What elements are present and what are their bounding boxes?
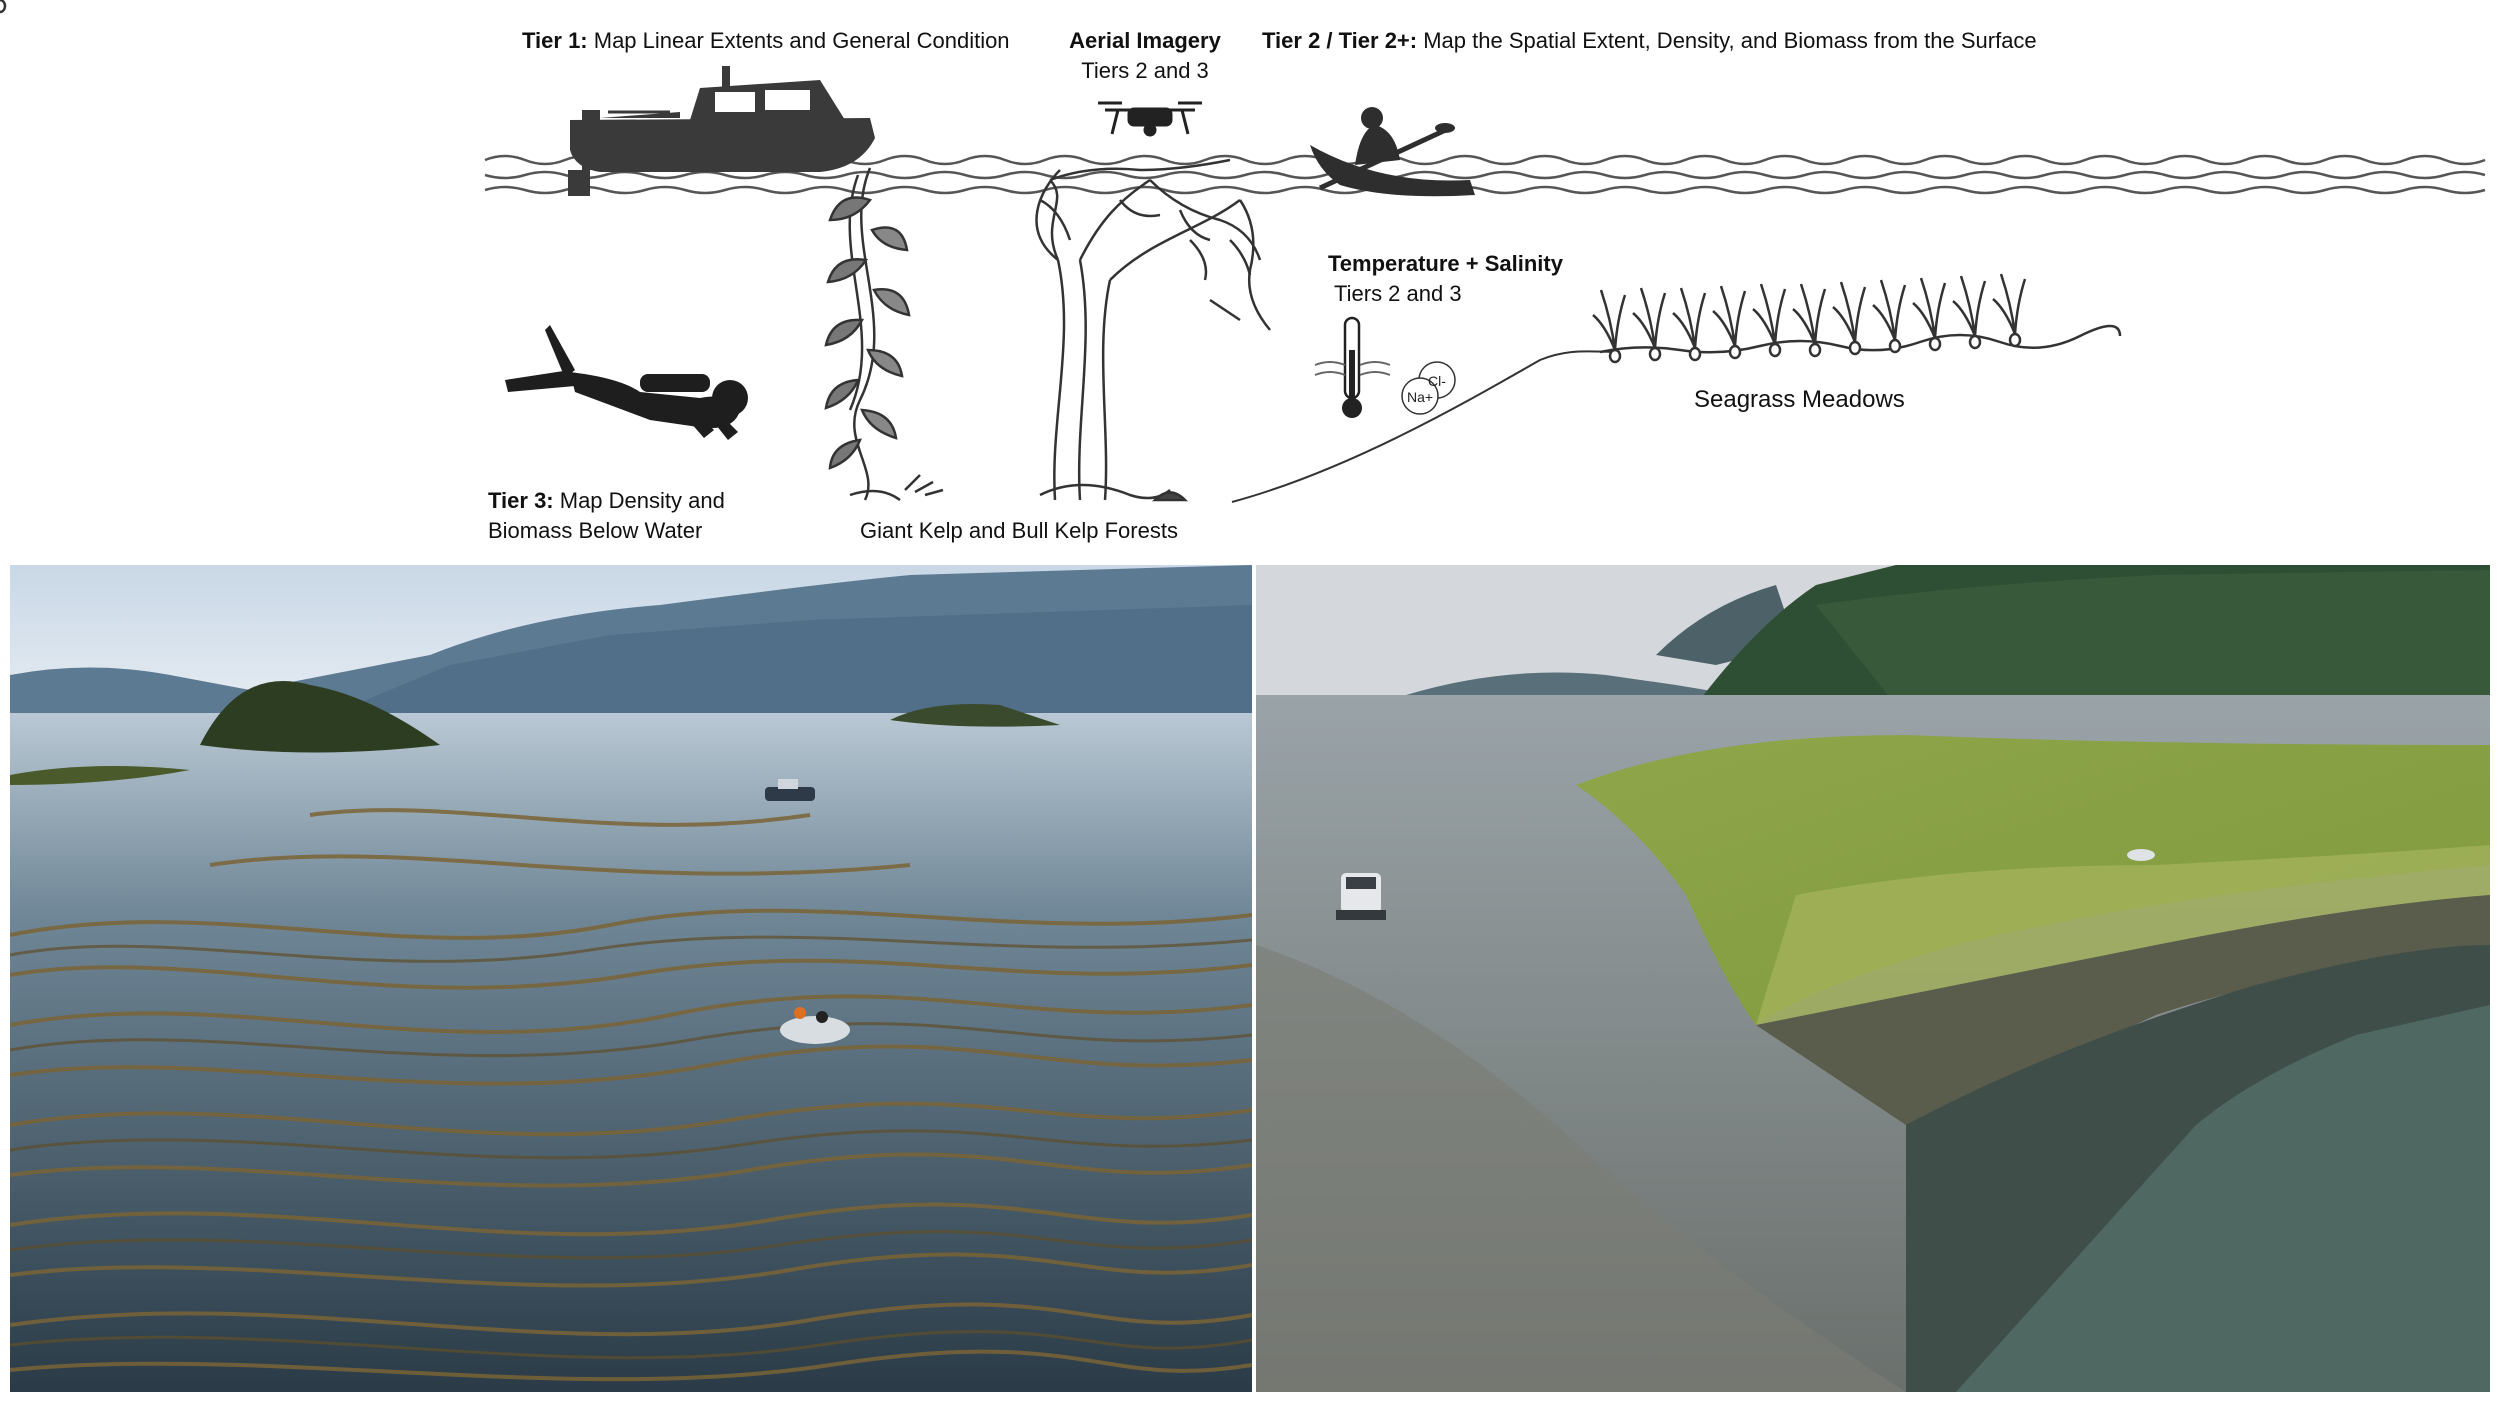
drone-icon	[1098, 101, 1202, 137]
tier1-label: Tier 1: Map Linear Extents and General C…	[522, 26, 1010, 56]
ion-sodium-label: Na+	[1407, 389, 1433, 405]
tier3-label: Tier 3: Map Density and Biomass Below Wa…	[488, 486, 725, 546]
diver-icon	[505, 325, 748, 440]
tier3-label-line1: Map Density and	[553, 488, 725, 513]
tier2-label-text: Map the Spatial Extent, Density, and Bio…	[1417, 28, 2037, 53]
boat-icon	[568, 66, 875, 196]
kelp-forests-label: Giant Kelp and Bull Kelp Forests	[860, 518, 1178, 543]
tier1-label-text: Map Linear Extents and General Condition	[587, 28, 1010, 53]
inflatable-boat	[780, 1007, 850, 1044]
kayak-icon	[1310, 107, 1475, 197]
temperature-salinity-title: Temperature + Salinity	[1328, 251, 1563, 276]
aerial-imagery-title: Aerial Imagery	[1069, 28, 1221, 53]
temperature-salinity-label: Temperature + Salinity Tiers 2 and 3	[1328, 249, 1563, 309]
tier3-label-bold: Tier 3:	[488, 488, 554, 513]
ion-chloride-label: Cl-	[1428, 373, 1446, 389]
diagram-illustration: Cl- Na+	[0, 0, 2486, 503]
giant-kelp-icon	[1035, 158, 1271, 502]
seagrass-meadow-aerial-photo	[1256, 565, 2490, 1392]
temperature-salinity-tiers: Tiers 2 and 3	[1334, 281, 1462, 306]
aerial-imagery-tiers: Tiers 2 and 3	[1081, 58, 1209, 83]
tier1-label-bold: Tier 1:	[522, 28, 588, 53]
kelp-forest-aerial-photo	[10, 565, 1252, 1392]
aerial-imagery-label: Aerial Imagery Tiers 2 and 3	[1045, 26, 1245, 86]
landing-craft-boat	[1336, 873, 1386, 920]
tier2-label-bold: Tier 2 / Tier 2+:	[1262, 28, 1418, 53]
seafloor-slope	[1231, 350, 1621, 503]
seagrass-icon	[0, 0, 2122, 364]
small-boat-distant	[765, 779, 815, 801]
thermometer-icon: Cl- Na+	[1314, 316, 1456, 418]
tier2-label: Tier 2 / Tier 2+: Map the Spatial Extent…	[1262, 26, 2037, 56]
bull-kelp-icon	[824, 167, 944, 502]
small-boat-on-meadow	[2127, 849, 2155, 861]
seagrass-label: Seagrass Meadows	[1694, 386, 1905, 413]
tier3-label-line2: Biomass Below Water	[488, 518, 703, 543]
